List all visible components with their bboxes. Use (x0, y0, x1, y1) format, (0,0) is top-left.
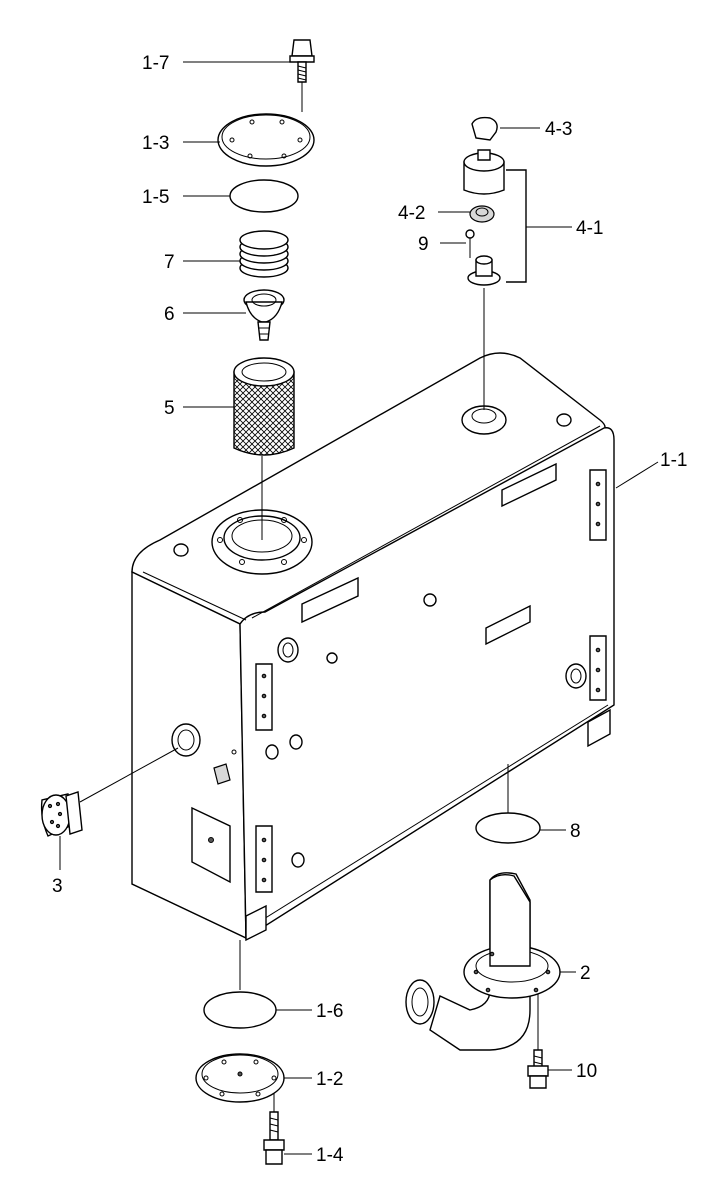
air-breather-4-1 (464, 150, 504, 285)
label-4-1: 4-1 (576, 218, 603, 239)
cover-plate-1-3 (218, 114, 314, 166)
gasket-1-6 (204, 992, 276, 1028)
label-4-2: 4-2 (398, 203, 425, 224)
label-1-3: 1-3 (142, 133, 169, 154)
bolt-1-7 (290, 40, 314, 82)
flange-bolt-holes (218, 518, 307, 565)
leader-lines (60, 62, 658, 1154)
label-10: 10 (576, 1061, 597, 1082)
bottom-cover-1-2 (196, 1054, 284, 1102)
spring-7 (240, 231, 288, 277)
label-7: 7 (164, 252, 175, 273)
plug-3 (42, 792, 82, 836)
label-1-2: 1-2 (316, 1069, 343, 1090)
bolt-1-4 (264, 1112, 284, 1164)
bolt-10 (528, 1050, 548, 1088)
label-1-6: 1-6 (316, 1001, 343, 1022)
element-4-2 (470, 206, 494, 222)
label-1-7: 1-7 (142, 53, 169, 74)
label-6: 6 (164, 304, 175, 325)
mounting-bar-holes (262, 482, 600, 882)
gasket-8 (476, 813, 540, 843)
label-4-3: 4-3 (545, 119, 572, 140)
label-1-5: 1-5 (142, 187, 169, 208)
suction-pipe-2 (406, 873, 560, 1050)
strainer-5 (234, 358, 294, 455)
bypass-valve-6 (244, 290, 284, 340)
hydraulic-tank (132, 353, 614, 940)
assembly-centerlines (80, 74, 538, 1112)
label-5: 5 (164, 398, 175, 419)
label-1-4: 1-4 (316, 1145, 344, 1166)
o-ring-1-5 (230, 180, 298, 212)
part-labels: 1-7 1-3 1-5 7 6 5 4-3 4-2 4-1 9 1-1 3 8 … (52, 53, 687, 1166)
label-2: 2 (580, 963, 591, 984)
screw-9 (466, 230, 474, 258)
label-1-1: 1-1 (660, 450, 687, 471)
breather-cap-4-3 (472, 118, 497, 140)
label-3: 3 (52, 876, 63, 897)
label-9: 9 (418, 234, 429, 255)
label-8: 8 (570, 821, 581, 842)
